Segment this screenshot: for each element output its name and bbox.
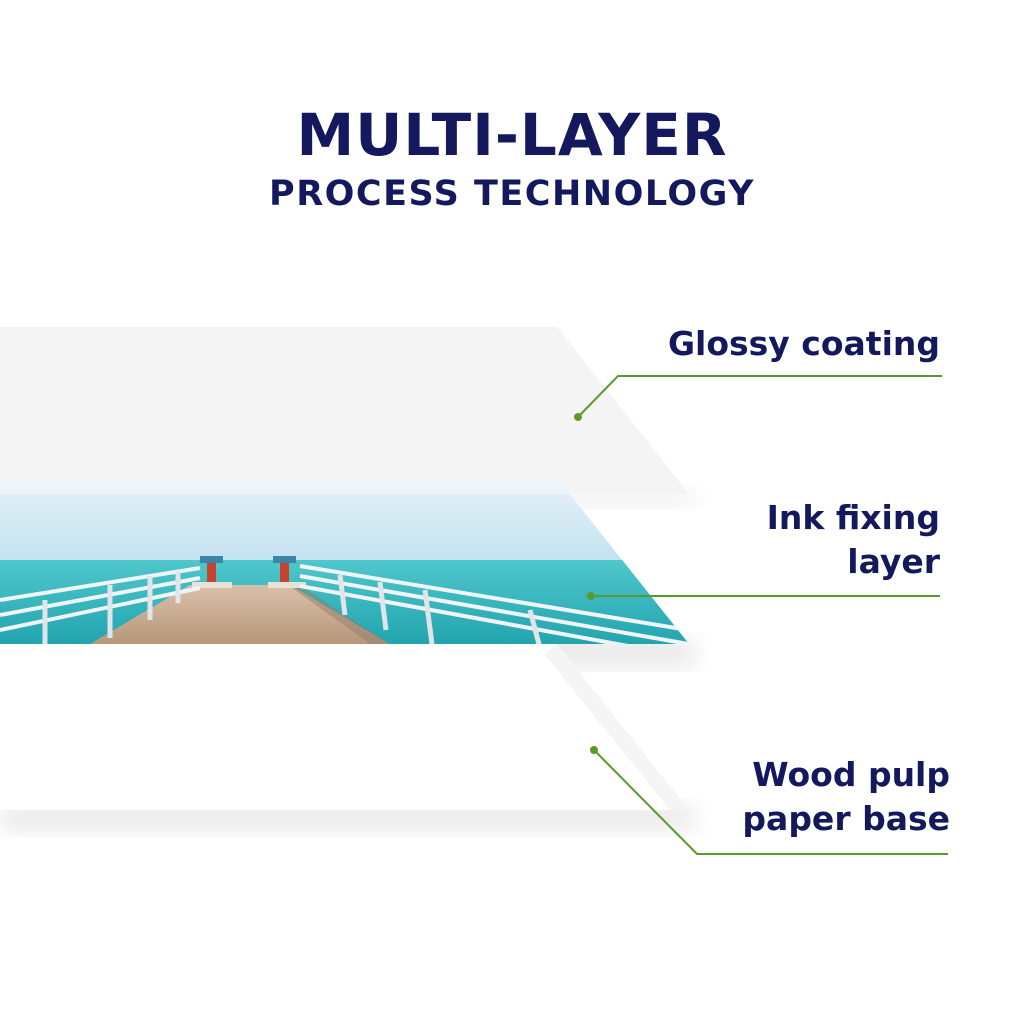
paper-base-sheet — [0, 644, 700, 830]
leader-dot-base — [590, 746, 598, 754]
leader-dot-glossy — [574, 413, 582, 421]
title-sub: PROCESS TECHNOLOGY — [269, 174, 755, 214]
label-glossy-line1: Glossy coating — [667, 324, 940, 363]
title-main: MULTI-LAYER — [296, 101, 728, 169]
label-ink-line2: layer — [847, 542, 940, 581]
label-wood-pulp: Wood pulp paper base — [742, 753, 950, 841]
label-base-line1: Wood pulp — [752, 755, 950, 794]
label-glossy-coating: Glossy coating — [668, 322, 940, 366]
leader-glossy — [577, 375, 942, 418]
label-base-line2: paper base — [742, 799, 950, 838]
title-block: MULTI-LAYER PROCESS TECHNOLOGY — [0, 100, 1024, 218]
leader-base — [593, 749, 948, 855]
label-ink-line1: Ink fixing — [766, 498, 940, 537]
ink-fixing-sheet — [0, 478, 700, 665]
pier-photo — [0, 478, 689, 644]
leader-lines — [577, 375, 948, 855]
label-ink-fixing: Ink fixing layer — [767, 496, 940, 584]
leader-dot-ink — [587, 592, 595, 600]
